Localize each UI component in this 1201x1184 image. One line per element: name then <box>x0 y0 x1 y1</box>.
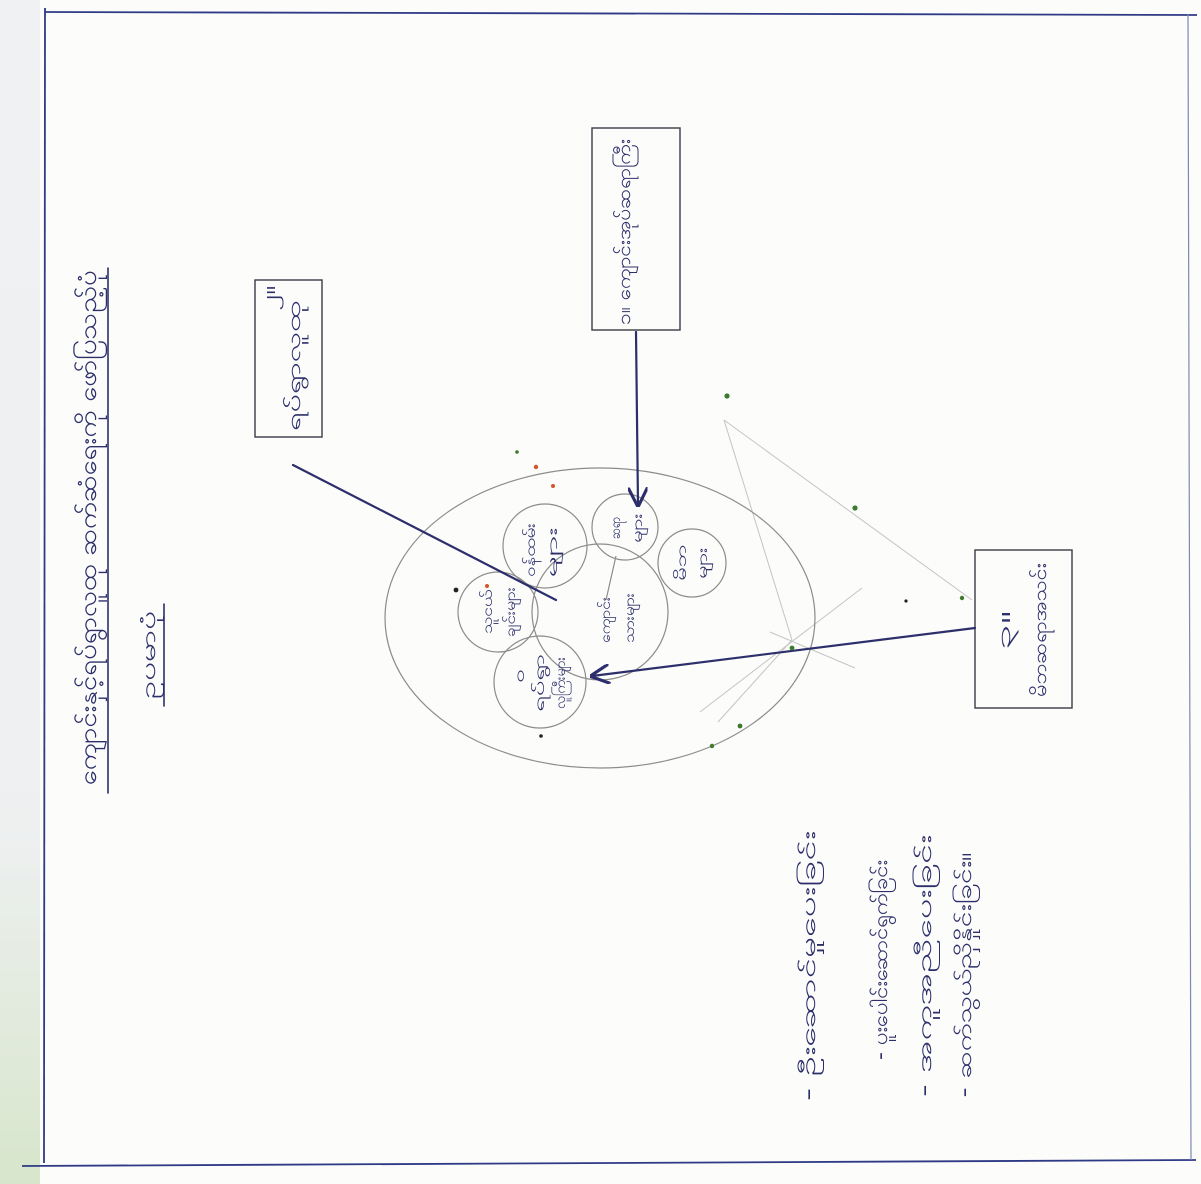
example-label: ဥပမာပုံ <box>136 611 164 699</box>
pencil-guide-line <box>769 631 856 669</box>
note-line: - ဆက်သွယ်ညှိနှိုင်းခြင်း။ <box>952 853 980 1098</box>
left-box-label: ရပ်ရွာလူထု <box>282 301 309 431</box>
outer-ellipse <box>384 467 816 769</box>
note-line: - အကူအညီပေးခြင်း <box>912 835 940 1097</box>
center-circle-label: သားများ <box>622 592 640 643</box>
top-box-label: ၁။ ကျောင်းအုပ်ဆရာကြီး <box>611 139 639 325</box>
left-box-connector <box>291 463 558 602</box>
left-box-label: ၂။ <box>258 285 284 311</box>
upper-left-circle-label: ဝန်ထမ်း <box>523 522 541 577</box>
right-box-label: မိဘဆရာအသင်း <box>1028 563 1055 697</box>
lower-circle-label: ရပ်ရွာ <box>532 654 550 712</box>
upper-left-circle <box>502 503 588 589</box>
pencil-guide-line <box>723 419 973 601</box>
ink-speck <box>724 393 730 399</box>
note-line: - ပူးပေါင်းဆောင်ရွက်ခြင်း <box>868 860 896 1060</box>
right-box-label: ၃။ <box>993 610 1019 650</box>
upper-circle-label: များ <box>630 512 648 543</box>
ink-speck <box>453 587 459 593</box>
photo-edge-strip <box>0 0 40 1184</box>
frame-left-line <box>43 7 46 1164</box>
right-box-arrow <box>592 626 977 676</box>
upper-circle <box>591 493 659 561</box>
ink-speck <box>904 599 908 603</box>
ink-speck <box>737 723 743 729</box>
ink-speck <box>485 584 489 588</box>
frame-right-line <box>1187 13 1192 1161</box>
upper-circle-label: ဆရာ <box>608 517 626 539</box>
center-circle-label: ကျောင်း <box>598 596 616 643</box>
pencil-guide-line <box>717 639 793 723</box>
ink-speck <box>515 450 519 454</box>
ink-speck <box>789 645 795 651</box>
left-circle <box>457 571 539 653</box>
left-label-box <box>254 279 323 438</box>
top-box-arrow <box>636 330 638 505</box>
upper-right-circle <box>657 528 727 598</box>
ink-speck <box>533 464 539 470</box>
left-circle-label: ချင်းများ <box>503 586 521 637</box>
connector-line <box>605 555 617 601</box>
lower-circle-label: ၀ <box>512 669 528 683</box>
left-circle-label: သူငယ် <box>480 589 498 634</box>
frame-bottom-line <box>21 1159 1197 1167</box>
pencil-guide-line <box>723 419 793 641</box>
lower-circle-label: လူကြီးများ <box>552 657 571 709</box>
ink-speck <box>709 743 715 749</box>
note-line: - ဦးဆောင်မှုပေးခြင်း <box>796 831 824 1101</box>
ink-speck <box>959 595 965 601</box>
lower-circle <box>493 635 587 729</box>
ink-speck <box>539 734 543 738</box>
ink-speck <box>852 505 858 511</box>
upper-right-circle-label: များ <box>695 546 713 579</box>
frame-top-line <box>44 11 1198 16</box>
top-label-box <box>591 127 681 331</box>
upper-left-circle-label: များ <box>545 525 563 578</box>
ink-speck <box>551 484 555 488</box>
pencil-guide-line <box>699 587 863 713</box>
upper-right-circle-label: မိဘ <box>674 545 690 581</box>
